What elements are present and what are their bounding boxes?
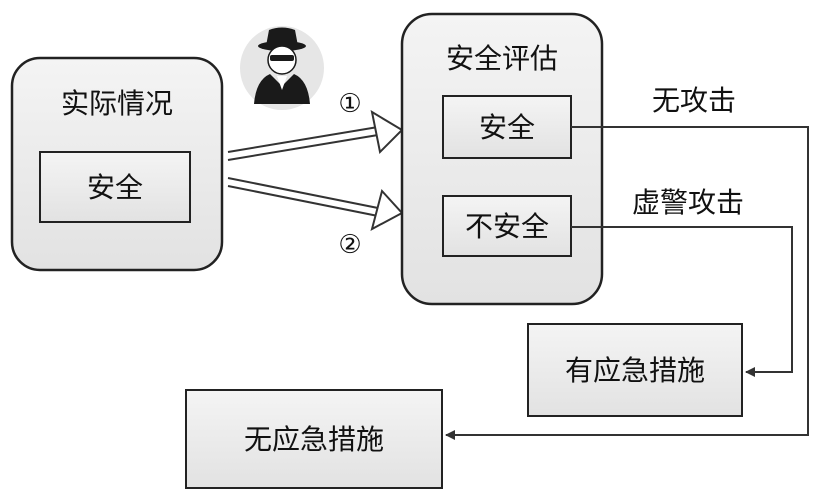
security-assessment-title: 安全评估: [446, 42, 558, 75]
false-alarm-label: 虚警攻击: [632, 186, 744, 219]
double-arrow-1: [227, 109, 404, 161]
arrow-2-number: ②: [338, 230, 361, 260]
actual-situation-title: 实际情况: [61, 87, 173, 120]
spy-icon: [240, 26, 324, 110]
assessment-unsafe-box: [442, 195, 572, 257]
false-alarm-connector: [571, 226, 793, 377]
no-attack-connector: [445, 126, 809, 440]
assessment-safe-label: 安全: [479, 111, 535, 144]
arrow-1-number: ①: [338, 89, 361, 119]
has-emergency-box: [527, 323, 743, 417]
actual-state-box: [39, 151, 191, 223]
security-assessment-group: 安全评估 安全 不安全: [400, 12, 604, 306]
no-emergency-box: [185, 389, 443, 489]
assessment-unsafe-label: 不安全: [465, 210, 549, 243]
actual-state-label: 安全: [87, 171, 143, 204]
assessment-safe-box: [442, 95, 572, 159]
has-emergency-label: 有应急措施: [565, 354, 705, 387]
no-emergency-label: 无应急措施: [244, 423, 384, 456]
no-attack-label: 无攻击: [652, 84, 736, 117]
double-arrow-2: [227, 177, 404, 231]
actual-situation-group: 实际情况 安全: [10, 56, 224, 272]
